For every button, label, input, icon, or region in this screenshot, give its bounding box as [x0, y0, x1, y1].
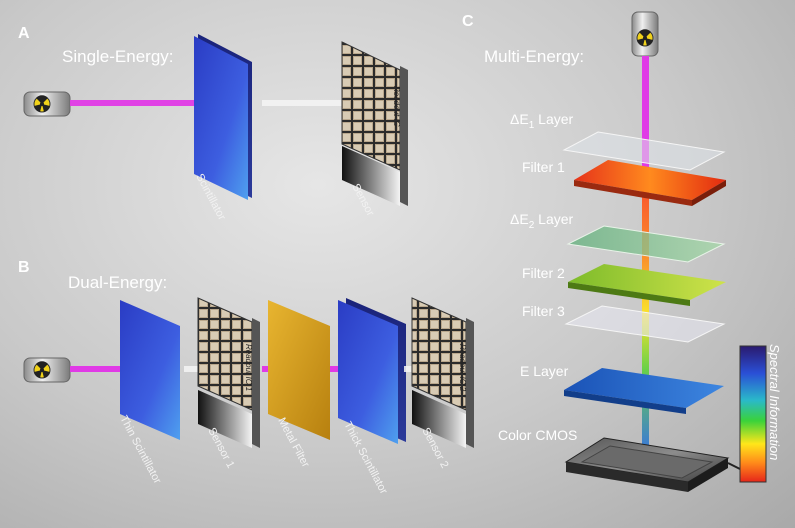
- filter-2-label: Filter 2: [522, 265, 565, 281]
- de1-layer-label: ΔE1 Layer: [510, 111, 574, 131]
- spectral-colorbar: [739, 345, 767, 483]
- radiation-source-icon: [631, 11, 659, 57]
- light-beam: [262, 100, 342, 106]
- filter-1-plate: [574, 160, 726, 206]
- panel-c-letter: C: [462, 13, 474, 30]
- x-ray-beam: [642, 56, 649, 174]
- color-cmos-chip: [564, 437, 743, 492]
- e-layer-label: E Layer: [520, 363, 569, 379]
- filter-2-plate: [568, 264, 726, 306]
- panel-c: C Multi-Energy:: [462, 11, 782, 492]
- panel-c-title: Multi-Energy:: [484, 47, 584, 66]
- metal-filter-plate: [268, 300, 330, 440]
- de2-layer-label: ΔE2 Layer: [510, 211, 574, 231]
- readout-ic-label: Readout IC: [392, 86, 401, 127]
- thick-scintillator-plate: [338, 298, 406, 444]
- panel-b: B Dual-Energy: Thin Scintillator Readout…: [18, 259, 474, 496]
- readout-ic-1-label: Readout IC 1: [244, 344, 253, 391]
- thin-scintillator-plate: [120, 300, 180, 440]
- color-cmos-label: Color CMOS: [498, 427, 577, 443]
- panel-a: A Single-Energy: Scintillator Readout IC…: [18, 25, 408, 223]
- scintillator-plate: [194, 34, 252, 200]
- x-ray-beam: [70, 100, 218, 106]
- panel-b-title: Dual-Energy:: [68, 273, 167, 292]
- light-beam: [404, 366, 418, 372]
- de2-layer-plate: [566, 225, 726, 263]
- sensor-2-array: [411, 297, 474, 448]
- colorbar-label: Spectral Information: [767, 344, 782, 460]
- filter-3-label: Filter 3: [522, 303, 565, 319]
- light-beam: [184, 366, 210, 372]
- panel-b-letter: B: [18, 259, 30, 276]
- panel-a-letter: A: [18, 25, 30, 42]
- filter-1-label: Filter 1: [522, 159, 565, 175]
- radiation-source-icon: [23, 91, 71, 117]
- x-ray-beam: [70, 366, 126, 372]
- sensor-1-array: [197, 297, 260, 448]
- radiation-source-icon: [23, 357, 71, 383]
- panel-a-title: Single-Energy:: [62, 47, 174, 66]
- e-layer-plate: [564, 368, 724, 414]
- de1-layer-plate: [562, 131, 726, 171]
- readout-ic-2-label: Readout IC 2: [458, 344, 467, 392]
- sensor-array: [341, 41, 408, 206]
- filter-3-plate: [564, 305, 726, 343]
